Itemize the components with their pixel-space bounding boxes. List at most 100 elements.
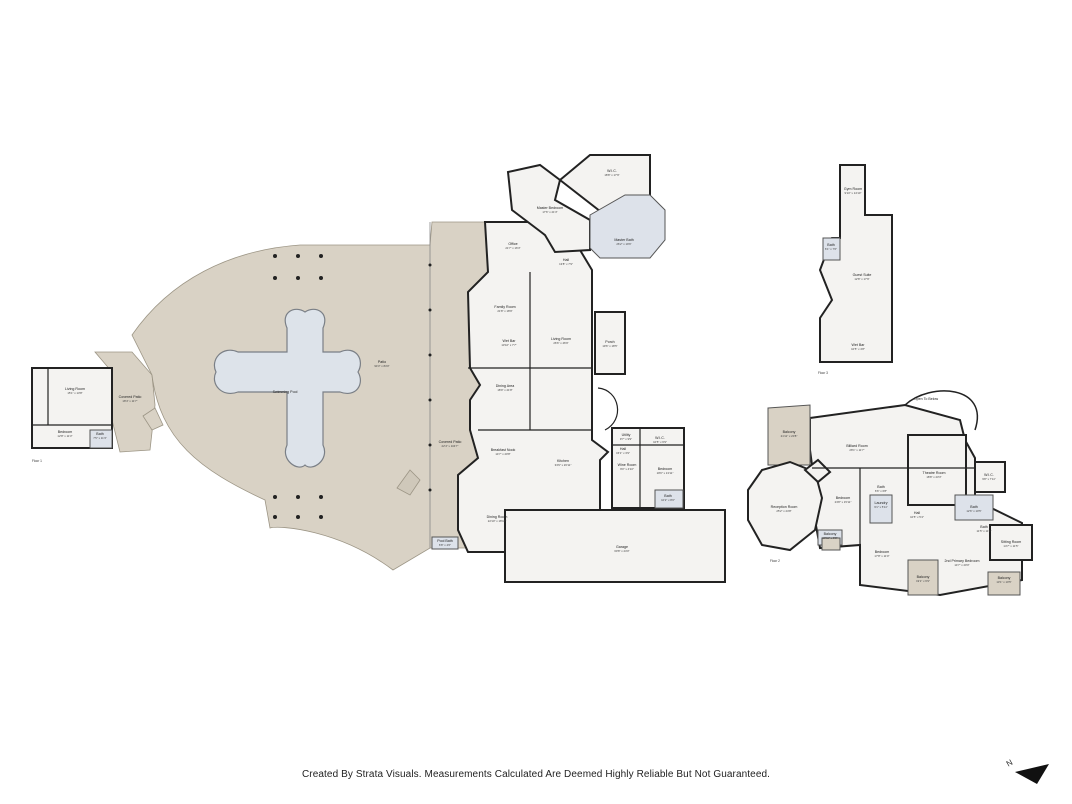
room-label: Utility — [622, 433, 631, 437]
room-size: 10'5" x 5'4" — [910, 515, 924, 519]
room-label: Theatre Room — [923, 471, 946, 475]
footer-credit: Created By Strata Visuals. Measurements … — [301, 769, 771, 780]
curved-stair — [597, 387, 619, 431]
room-label: Garage — [616, 545, 628, 549]
room-size: 33'9" x 26'11" — [555, 463, 572, 467]
room-label: Balcony — [824, 532, 837, 536]
room-size: 12'8" x 17'9" — [854, 277, 869, 281]
room-size: 14'7" x 20'8" — [495, 452, 510, 456]
room-label: Dining Area — [496, 384, 515, 388]
room-size: 17'6" x 21'3" — [542, 210, 557, 214]
room-size: 15'1" x 3'9" — [616, 451, 630, 455]
room-label: Breakfast Nook — [491, 448, 516, 452]
bath-2-area — [954, 494, 994, 521]
room-size: 25'2" x 24'8" — [776, 509, 791, 513]
room-label: Kitchen — [557, 459, 569, 463]
room-size: 13'8" x 7'9" — [559, 262, 573, 266]
room-label: Bath — [664, 494, 671, 498]
room-size: 9'0" x 4'10" — [620, 467, 634, 471]
room-label: Covered Patio — [119, 395, 142, 399]
room-label: Family Room — [494, 305, 515, 309]
theatre-room-area — [907, 434, 967, 506]
room-label: Bedroom — [58, 430, 73, 434]
main-house-walls — [457, 221, 610, 553]
room-label: Bath — [980, 525, 987, 529]
patio-area: Swimming Pool Patio 94'3" x 84'0" Covere… — [131, 221, 493, 571]
porch-area — [594, 311, 626, 375]
room-label: Sitting Room — [1001, 540, 1022, 544]
room-label: Balcony — [917, 575, 930, 579]
room-size: 18'8" x 23'3" — [926, 475, 941, 479]
room-label: Swimming Pool — [273, 390, 298, 394]
floor-3-bath-area — [822, 237, 841, 261]
garage-area — [504, 509, 726, 583]
room-label: Master Bedroom — [537, 206, 564, 210]
room-label: Billiard Room — [846, 444, 867, 448]
room-size: 23'8" x 15'11" — [835, 500, 852, 504]
balcony-4-area — [987, 571, 1021, 596]
room-label: Porch — [605, 340, 614, 344]
room-size: 12'6" x 10'5" — [966, 509, 981, 513]
pool-bath-area — [431, 536, 459, 550]
bath-1-area — [654, 489, 684, 509]
room-label: Pool Bath — [437, 539, 453, 543]
room-label: Hall — [620, 447, 626, 451]
room-label: Patio — [378, 360, 386, 364]
octagon-link — [803, 458, 832, 484]
room-size: 10'5" x 4'8" — [851, 347, 865, 351]
room-size: 14'7" x 11'5" — [1003, 544, 1018, 548]
room-size: 21'11" x 20'8" — [781, 434, 798, 438]
room-size: 15'1" x 13'8" — [67, 391, 82, 395]
master-bath-area — [589, 194, 666, 259]
room-label: Office — [508, 242, 517, 246]
main-house: Master Bedroom 17'6" x 21'3" W.I.C. 18'8… — [431, 154, 726, 583]
room-label: Gym Room — [844, 187, 862, 191]
room-label: 2nd Primary Bedroom — [945, 559, 980, 563]
guest-steps — [142, 407, 164, 431]
room-size: 10'5" x 6'9" — [653, 440, 667, 444]
room-size: 9'10" x 14'10" — [845, 191, 862, 195]
room-size: 13'1" x 10'5" — [996, 580, 1011, 584]
room-label: Wine Room — [618, 463, 637, 467]
room-size: 21'8" x 18'9" — [497, 309, 512, 313]
room-label: Wet Bar — [852, 343, 866, 347]
room-label: W.I.C. — [984, 473, 994, 477]
room-size: 13'10" x 7'7" — [501, 343, 516, 347]
room-label: Hall — [563, 258, 569, 262]
balcony-2-area — [821, 537, 841, 551]
north-label: N — [1005, 758, 1015, 769]
floor-3-plan: Gym Room 9'10" x 14'10" Bath 6'1" x 7'6"… — [818, 164, 893, 375]
room-size: 9'7" x 9'9" — [620, 437, 632, 441]
room-label: Bedroom — [875, 550, 890, 554]
room-size: 6'6" x 6'8" — [875, 489, 887, 493]
room-size: 9'1" x 5'11" — [874, 505, 888, 509]
room-label: Bath — [96, 432, 103, 436]
room-size: 17'8" x 11'0" — [874, 554, 889, 558]
floor-2-plan: Billiard Room 28'1" x 11'7" Open To Belo… — [747, 390, 1033, 597]
room-label: Living Room — [65, 387, 85, 391]
room-size: 10'2" x 8'0" — [661, 498, 675, 502]
room-label: Bath — [970, 505, 977, 509]
balcony-3-area — [907, 559, 939, 596]
room-label: Balcony — [998, 576, 1011, 580]
room-size: 14'7" x 20'0" — [954, 563, 969, 567]
room-label: Wet Bar — [503, 339, 517, 343]
room-size: 18'0" x 13'11" — [657, 471, 674, 475]
room-label: Master Bath — [614, 238, 633, 242]
room-size: 10'11" x 3'8" — [822, 536, 837, 540]
room-size: 26'6" x 46'9" — [553, 341, 568, 345]
guest-bath-area — [89, 429, 113, 449]
patio-posts — [273, 254, 432, 519]
room-label: Bath — [877, 485, 884, 489]
room-label: W.I.C. — [607, 169, 617, 173]
room-label: Balcony — [783, 430, 796, 434]
floor-label: Floor 2 — [770, 559, 780, 563]
room-label: Laundry — [875, 501, 888, 505]
room-label: Living Room — [551, 337, 571, 341]
room-size: 22'4" x 104'7" — [442, 444, 459, 448]
north-arrow-icon: N — [1005, 758, 1049, 784]
room-size: 60'8" x 24'0" — [614, 549, 629, 553]
room-size: 7'5" x 11'3" — [93, 436, 107, 440]
room-size: 18'4" x 11'7" — [122, 399, 137, 403]
